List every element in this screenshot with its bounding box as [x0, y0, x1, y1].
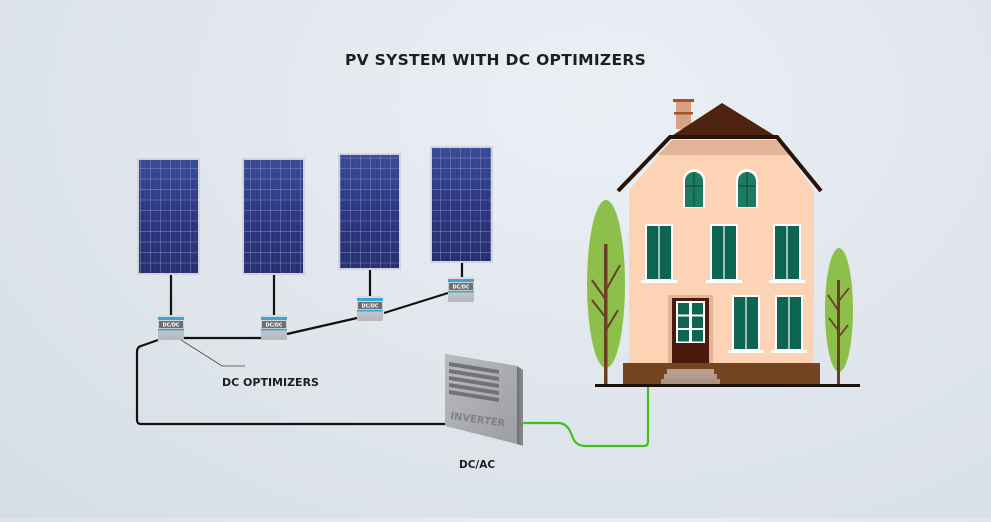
dc-optimizer-4: DC/DC: [448, 277, 474, 302]
front-steps: [661, 369, 720, 385]
dc-optimizer-3: DC/DC: [357, 296, 383, 321]
window-arched-2: [736, 169, 758, 208]
optimizer-3-label: DC/DC: [362, 304, 379, 310]
house: [595, 99, 860, 387]
optimizer-2-label: DC/DC: [266, 323, 283, 329]
optimizer-1-label: DC/DC: [163, 323, 180, 329]
window-row3-2: [771, 295, 807, 353]
roof: [670, 103, 777, 137]
dc-wiring: [135, 263, 464, 426]
inverter-type-label: DC/AC: [459, 459, 496, 471]
solar-panel-4: [430, 146, 493, 263]
inverter: INVERTER: [445, 354, 523, 446]
inverter-vents: [449, 362, 499, 402]
dc-optimizers-label: DC OPTIMIZERS: [222, 376, 319, 389]
dc-optimizer-1: DC/DC: [158, 315, 184, 340]
window-row3-1: [728, 295, 764, 353]
foundation: [623, 363, 820, 385]
window-row2-3: [769, 224, 805, 283]
solar-panel-3: [338, 153, 401, 270]
optimizer-4-label: DC/DC: [453, 285, 470, 291]
optimizer-link-3-4: [383, 291, 449, 315]
optimizer-link-2-3: [286, 316, 358, 336]
solar-panel-2: [242, 158, 305, 275]
window-row2-1: [641, 224, 677, 283]
dc-optimizer-2: DC/DC: [261, 315, 287, 340]
ac-wire: [523, 385, 650, 448]
tree-left: [587, 200, 625, 387]
tree-right: [825, 248, 853, 385]
solar-panel-1: [137, 158, 200, 275]
ground-line: [595, 384, 860, 387]
front-door: [668, 295, 713, 370]
window-arched-1: [683, 169, 705, 208]
chimney: [676, 101, 691, 129]
optimizer-callout-line: [177, 337, 245, 367]
string-return-wire: [135, 338, 446, 426]
diagram-title: PV SYSTEM WITH DC OPTIMIZERS: [344, 51, 647, 69]
window-row2-2: [706, 224, 742, 283]
